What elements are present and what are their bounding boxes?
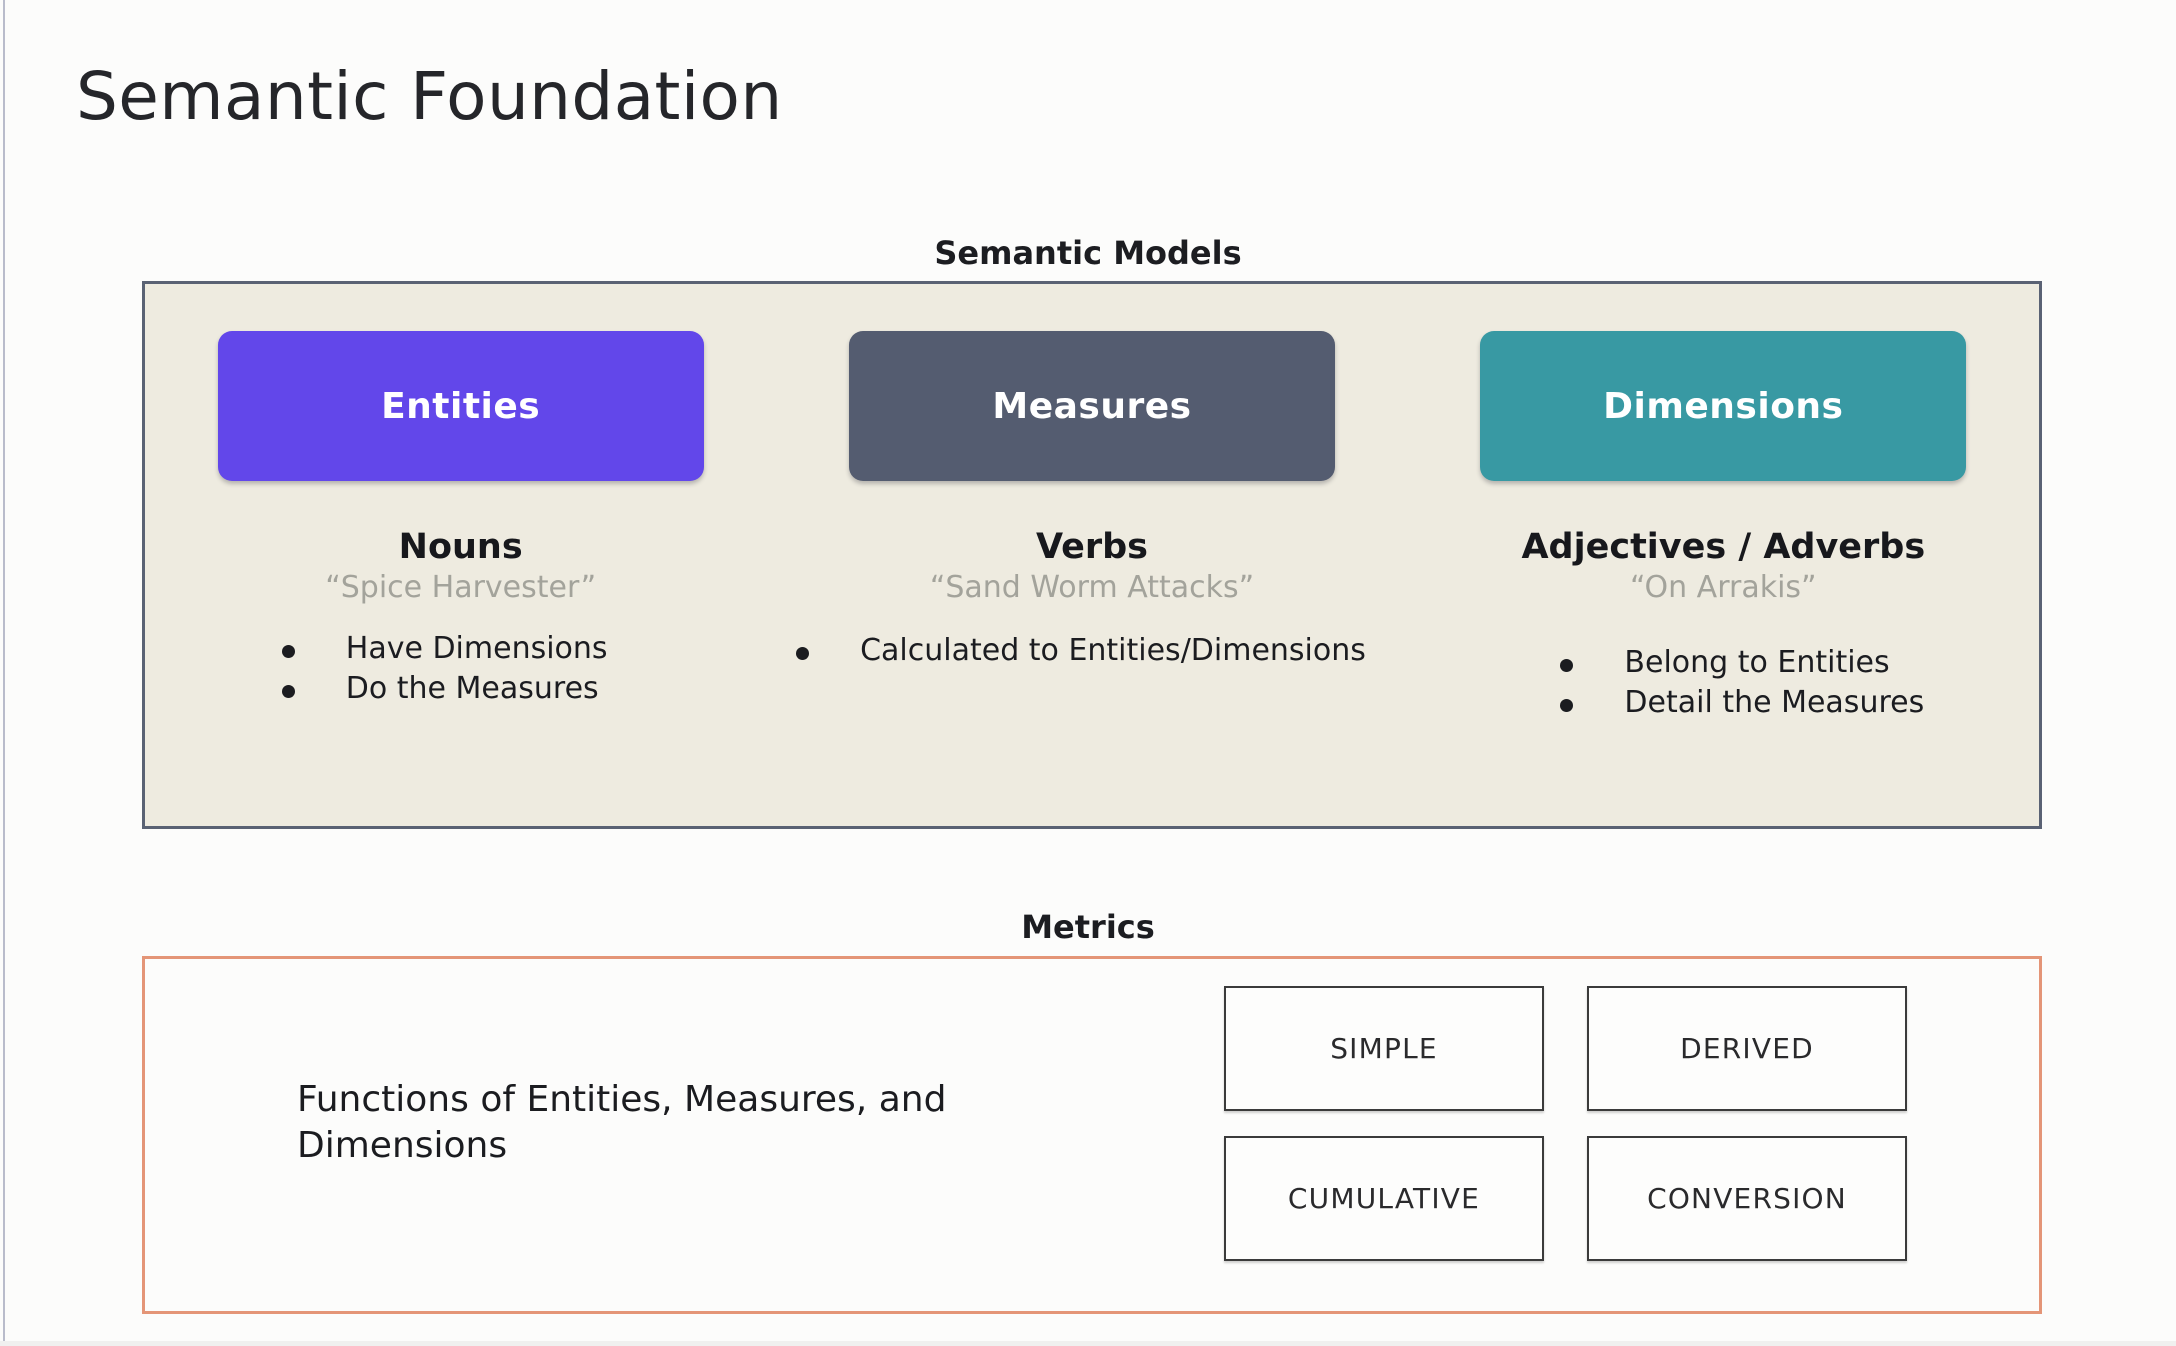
measures-chip[interactable]: Measures [848, 331, 1335, 481]
metrics-type-grid: SIMPLE DERIVED CUMULATIVE CONVERSION [1224, 986, 1907, 1261]
metric-box-derived[interactable]: DERIVED [1587, 986, 1907, 1111]
left-edge-rule [3, 0, 5, 1346]
metrics-description: Functions of Entities, Measures, and Dim… [297, 1079, 947, 1167]
bottom-edge-rule [0, 1341, 2176, 1346]
metric-box-simple[interactable]: SIMPLE [1224, 986, 1544, 1111]
dimensions-chip[interactable]: Dimensions [1480, 331, 1967, 481]
measures-example: “Sand Worm Attacks” [929, 569, 1255, 605]
list-item: Calculated to Entities/Dimensions [788, 633, 1366, 670]
entities-part-of-speech: Nouns [398, 527, 523, 567]
dimensions-example: “On Arrakis” [1630, 569, 1817, 605]
dimensions-part-of-speech: Adjectives / Adverbs [1521, 527, 1926, 567]
measures-bullet-list: Calculated to Entities/Dimensions [788, 633, 1366, 674]
entities-chip[interactable]: Entities [217, 331, 704, 481]
metric-box-conversion[interactable]: CONVERSION [1587, 1136, 1907, 1261]
metric-box-cumulative[interactable]: CUMULATIVE [1224, 1136, 1544, 1261]
list-item: Do the Measures [274, 671, 608, 708]
semantic-column-entities: Entities Nouns “Spice Harvester” Have Di… [145, 284, 776, 826]
semantic-column-measures: Measures Verbs “Sand Worm Attacks” Calcu… [776, 284, 1407, 826]
semantic-column-dimensions: Dimensions Adjectives / Adverbs “On Arra… [1408, 284, 2039, 826]
measures-part-of-speech: Verbs [1035, 527, 1149, 567]
semantic-models-columns: Entities Nouns “Spice Harvester” Have Di… [145, 284, 2039, 826]
metrics-panel: Functions of Entities, Measures, and Dim… [142, 956, 2042, 1314]
list-item: Belong to Entities [1552, 645, 1924, 682]
page-title: Semantic Foundation [76, 58, 783, 135]
metrics-caption: Metrics [1021, 908, 1155, 946]
entities-bullet-list: Have Dimensions Do the Measures [274, 631, 608, 712]
dimensions-bullet-list: Belong to Entities Detail the Measures [1552, 645, 1924, 726]
entities-example: “Spice Harvester” [325, 569, 597, 605]
list-item: Have Dimensions [274, 631, 608, 668]
list-item: Detail the Measures [1552, 685, 1924, 722]
semantic-models-panel: Entities Nouns “Spice Harvester” Have Di… [142, 281, 2042, 829]
semantic-models-caption: Semantic Models [934, 234, 1242, 272]
